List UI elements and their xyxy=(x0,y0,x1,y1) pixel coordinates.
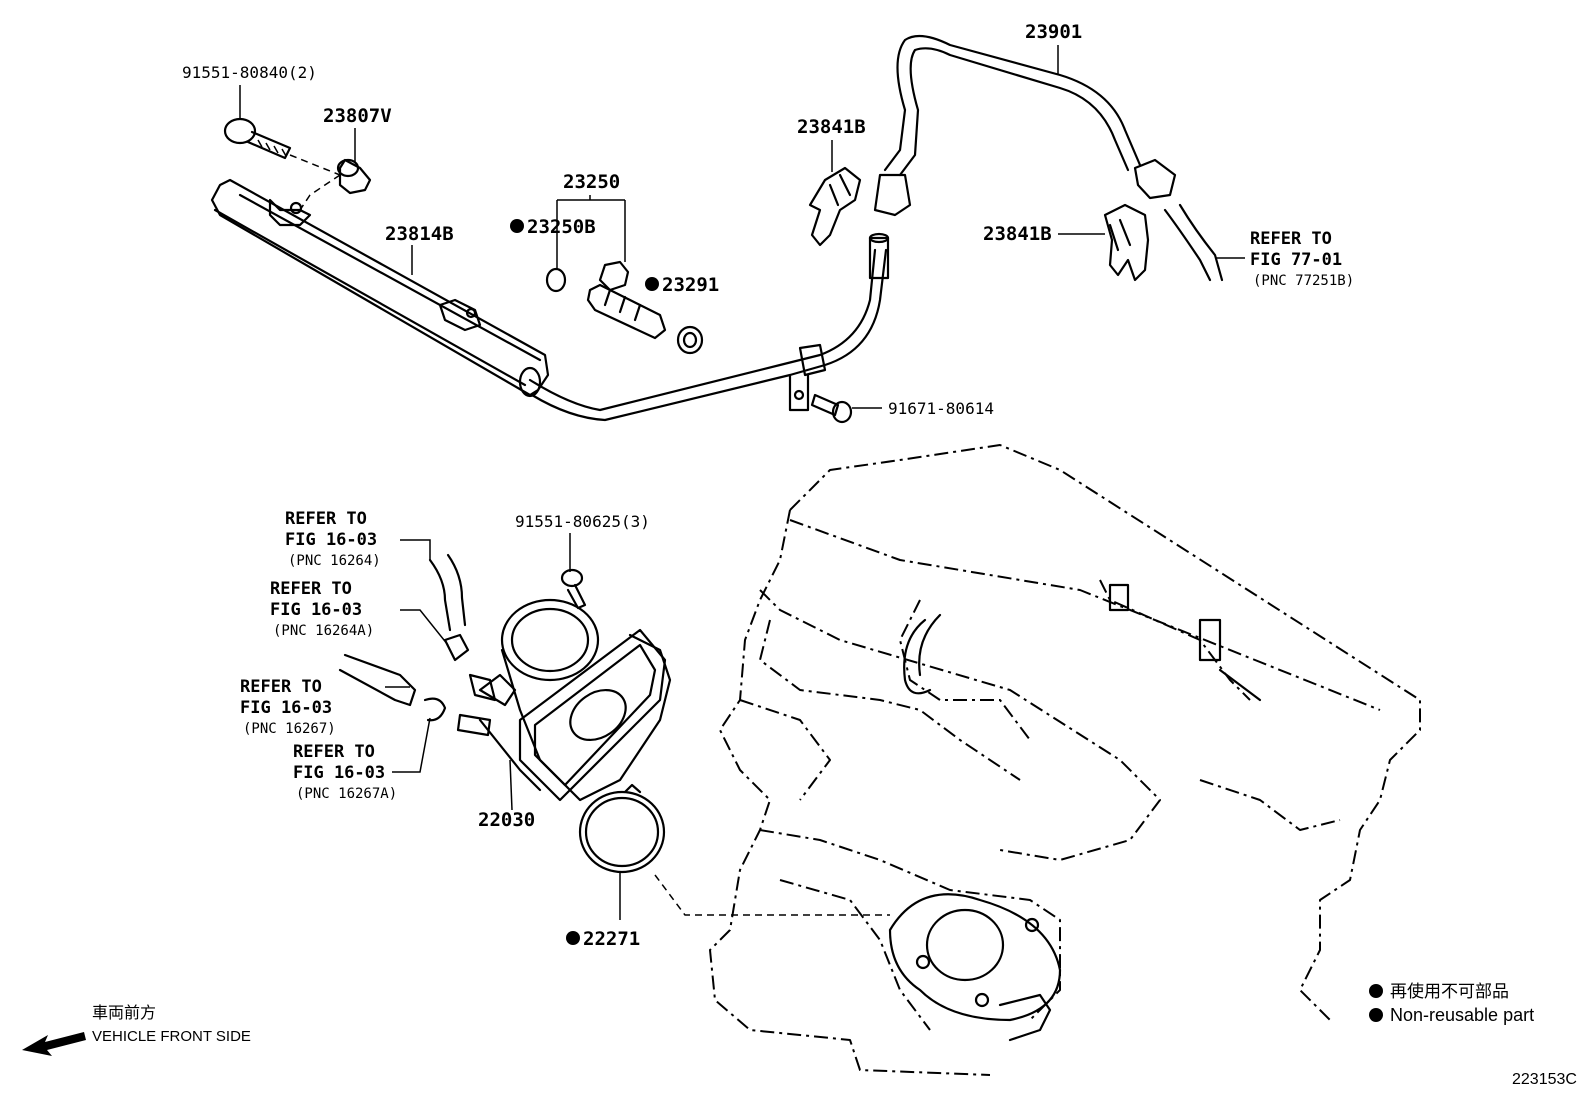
label-clip-upper[interactable]: 23841B xyxy=(797,116,866,138)
clip-upper-part[interactable] xyxy=(808,166,862,247)
label-insulator[interactable]: 23807V xyxy=(323,105,392,127)
clip-lower-part[interactable] xyxy=(1103,203,1150,282)
non-reusable-mark xyxy=(645,277,659,291)
non-reusable-bullet-icon xyxy=(1369,1008,1383,1022)
non-reusable-bullet-icon xyxy=(1369,984,1383,998)
non-reusable-mark xyxy=(510,219,524,233)
legend-jp: 再使用不可部品 xyxy=(1390,981,1509,1001)
svg-text:FIG 77-01: FIG 77-01 xyxy=(1250,250,1342,270)
svg-text:FIG 16-03: FIG 16-03 xyxy=(270,600,362,620)
label-insulator-23291[interactable]: 23291 xyxy=(662,274,719,296)
svg-text:FIG 16-03: FIG 16-03 xyxy=(285,530,377,550)
svg-text:REFER TO: REFER TO xyxy=(285,509,367,529)
oring-part[interactable] xyxy=(545,267,567,293)
arrow-left-icon xyxy=(22,1032,86,1056)
label-throttle-body[interactable]: 22030 xyxy=(478,809,535,831)
direction-jp: 車両前方 xyxy=(92,1004,156,1022)
direction-en: VEHICLE FRONT SIDE xyxy=(92,1028,251,1045)
ref-pnc-16267a[interactable]: REFER TO FIG 16-03 (PNC 16267A) xyxy=(293,742,397,802)
svg-text:(PNC 16264): (PNC 16264) xyxy=(288,553,381,569)
ref-pnc-16264a[interactable]: REFER TO FIG 16-03 (PNC 16264A) xyxy=(270,579,374,639)
svg-text:REFER TO: REFER TO xyxy=(293,742,375,762)
throttle-hoses xyxy=(338,553,470,722)
fuel-rail[interactable] xyxy=(210,178,890,422)
label-bolt-throttle[interactable]: 91551-80625(3) xyxy=(515,512,650,531)
bolt-clamp-part[interactable] xyxy=(810,393,853,424)
legend: 再使用不可部品 Non-reusable part xyxy=(1369,981,1534,1025)
svg-text:REFER TO: REFER TO xyxy=(240,677,322,697)
injector-part[interactable] xyxy=(586,260,667,340)
leader-lines xyxy=(239,45,1245,920)
fuel-hose[interactable] xyxy=(873,34,1224,282)
insulator-23291-part[interactable] xyxy=(676,325,704,355)
svg-text:(PNC 16267A): (PNC 16267A) xyxy=(296,786,397,802)
svg-text:(PNC 16264A): (PNC 16264A) xyxy=(273,623,374,639)
label-gasket[interactable]: 22271 xyxy=(583,928,640,950)
insulator-part[interactable] xyxy=(336,158,372,195)
ref-pnc-16267[interactable]: REFER TO FIG 16-03 (PNC 16267) xyxy=(240,677,336,737)
label-bolt-fuel-rail[interactable]: 91551-80840(2) xyxy=(182,63,317,82)
part-labels: 91551-80840(2) 23807V 23814B 23250 23250… xyxy=(182,21,1082,950)
bolt-fuel-rail-part[interactable] xyxy=(223,117,341,211)
svg-text:(PNC 16267): (PNC 16267) xyxy=(243,721,336,737)
ref-fig-77-01[interactable]: REFER TO FIG 77-01 (PNC 77251B) xyxy=(1250,229,1354,289)
vehicle-front-indicator: 車両前方 VEHICLE FRONT SIDE xyxy=(22,1004,251,1056)
svg-text:FIG 16-03: FIG 16-03 xyxy=(293,763,385,783)
label-fuel-rail[interactable]: 23814B xyxy=(385,223,454,245)
svg-text:(PNC 77251B): (PNC 77251B) xyxy=(1253,273,1354,289)
gasket-part[interactable] xyxy=(578,783,666,874)
throttle-body-part[interactable] xyxy=(456,568,672,802)
label-injector-assy[interactable]: 23250 xyxy=(563,171,620,193)
non-reusable-mark xyxy=(566,931,580,945)
legend-en: Non-reusable part xyxy=(1390,1005,1534,1025)
ref-pnc-16264[interactable]: REFER TO FIG 16-03 (PNC 16264) xyxy=(285,509,381,569)
svg-text:REFER TO: REFER TO xyxy=(270,579,352,599)
label-oring[interactable]: 23250B xyxy=(527,216,596,238)
engine-outline xyxy=(654,444,1421,1076)
label-bolt-clamp[interactable]: 91671-80614 xyxy=(888,399,994,418)
label-clip-lower[interactable]: 23841B xyxy=(983,223,1052,245)
figure-id: 223153C xyxy=(1512,1071,1577,1088)
svg-text:FIG 16-03: FIG 16-03 xyxy=(240,698,332,718)
label-fuel-hose[interactable]: 23901 xyxy=(1025,21,1082,43)
svg-text:REFER TO: REFER TO xyxy=(1250,229,1332,249)
